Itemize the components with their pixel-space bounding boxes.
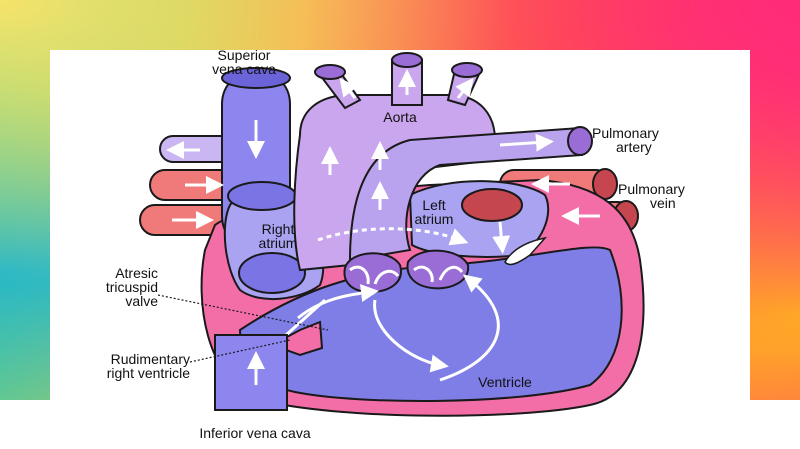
- semilunar-valves: [343, 236, 548, 294]
- label-left-atrium: Left atrium: [414, 197, 454, 227]
- label-right-atrium: Right atrium: [258, 221, 298, 251]
- inferior-vena-cava: [214, 334, 288, 411]
- label-superior-vena-cava: Superior vena cava: [212, 47, 276, 77]
- aortic-arch-branches: [314, 52, 483, 110]
- label-inferior-vena-cava: Inferior vena cava: [199, 425, 311, 441]
- label-ventricle: Ventricle: [478, 374, 532, 390]
- label-pulmonary-artery: Pulmonary artery: [592, 125, 659, 155]
- right-atrium-opening: [238, 252, 306, 294]
- label-aorta: Aorta: [383, 109, 417, 125]
- label-rudimentary-right-ventricle: Rudimentary right ventricle: [106, 351, 190, 381]
- leader-lines: [157, 294, 329, 363]
- label-pulmonary-vein: Pulmonary vein: [618, 181, 685, 211]
- label-atresic-tricuspid-valve: Atresic tricuspid valve: [105, 265, 158, 309]
- blood-flow-arrows: [166, 69, 600, 385]
